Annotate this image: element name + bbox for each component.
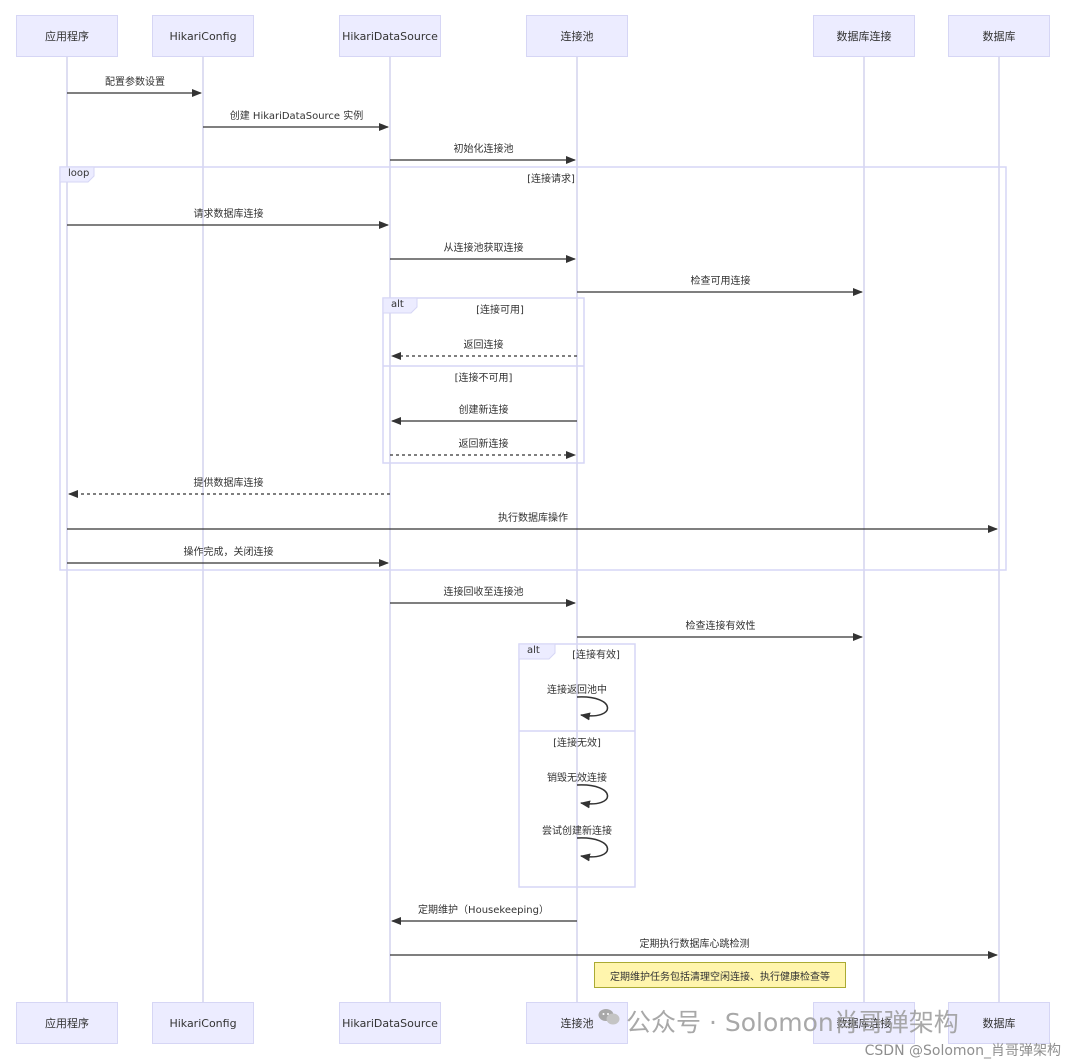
frame-alt-2 bbox=[518, 643, 636, 888]
actor-box-db-top: 数据库 bbox=[948, 15, 1050, 57]
message-arrow-14 bbox=[576, 696, 609, 721]
message-label-3: 请求数据库连接 bbox=[193, 209, 264, 220]
frame-condition-0: [连接请求] bbox=[527, 174, 575, 185]
message-label-6: 返回连接 bbox=[463, 340, 504, 351]
frame-condition-1: [连接可用] bbox=[476, 305, 524, 316]
frame-tag-shape-1 bbox=[382, 297, 418, 314]
message-label-2: 初始化连接池 bbox=[453, 144, 514, 155]
message-label-7: 创建新连接 bbox=[458, 405, 509, 416]
message-label-18: 定期执行数据库心跳检测 bbox=[639, 939, 750, 950]
actor-box-conn-top: 数据库连接 bbox=[813, 15, 915, 57]
message-label-15: 销毁无效连接 bbox=[547, 773, 607, 784]
message-label-4: 从连接池获取连接 bbox=[443, 243, 524, 254]
frame-loop-0 bbox=[59, 166, 1007, 571]
message-label-5: 检查可用连接 bbox=[690, 276, 751, 287]
actor-box-app-top: 应用程序 bbox=[16, 15, 118, 57]
actor-box-cfg-top: HikariConfig bbox=[152, 15, 254, 57]
message-label-0: 配置参数设置 bbox=[105, 77, 165, 88]
frame-tag-alt-1: alt bbox=[391, 299, 404, 310]
frame-condition-2: [连接有效] bbox=[572, 650, 620, 661]
wechat-icon bbox=[598, 1009, 620, 1025]
message-arrow-15 bbox=[576, 784, 609, 809]
actor-box-pool-top: 连接池 bbox=[526, 15, 628, 57]
message-label-8: 返回新连接 bbox=[458, 439, 509, 450]
note-box: 定期维护任务包括清理空闲连接、执行健康检查等 bbox=[594, 962, 846, 988]
frame-tag-shape-0 bbox=[59, 166, 95, 183]
frame-tag-alt-2: alt bbox=[527, 645, 540, 656]
frame-else-condition-1: [连接不可用] bbox=[454, 373, 513, 384]
actor-box-ds-bottom: HikariDataSource bbox=[339, 1002, 441, 1044]
message-label-13: 检查连接有效性 bbox=[685, 621, 756, 632]
actor-box-ds-top: HikariDataSource bbox=[339, 15, 441, 57]
message-label-11: 操作完成，关闭连接 bbox=[183, 547, 274, 558]
frame-tag-shape-2 bbox=[518, 643, 556, 660]
frame-tag-loop-0: loop bbox=[68, 168, 90, 179]
message-label-12: 连接回收至连接池 bbox=[443, 587, 524, 598]
message-label-16: 尝试创建新连接 bbox=[542, 826, 612, 837]
watermark-csdn: CSDN @Solomon_肖哥弹架构 bbox=[864, 1043, 1061, 1059]
actor-box-conn-bottom: 数据库连接 bbox=[813, 1002, 915, 1044]
message-arrow-16 bbox=[576, 837, 609, 862]
actor-box-app-bottom: 应用程序 bbox=[16, 1002, 118, 1044]
watermark-wechat: 公众号 · Solomon肖哥弹架构 bbox=[626, 1008, 959, 1037]
message-label-14: 连接返回池中 bbox=[547, 685, 607, 696]
actor-box-db-bottom: 数据库 bbox=[948, 1002, 1050, 1044]
actor-box-cfg-bottom: HikariConfig bbox=[152, 1002, 254, 1044]
message-label-9: 提供数据库连接 bbox=[193, 478, 264, 489]
frame-else-condition-2: [连接无效] bbox=[553, 738, 601, 749]
message-label-1: 创建 HikariDataSource 实例 bbox=[229, 111, 364, 122]
message-label-17: 定期维护（Housekeeping） bbox=[418, 905, 549, 916]
frame-alt-1 bbox=[382, 297, 585, 464]
message-label-10: 执行数据库操作 bbox=[498, 513, 568, 524]
